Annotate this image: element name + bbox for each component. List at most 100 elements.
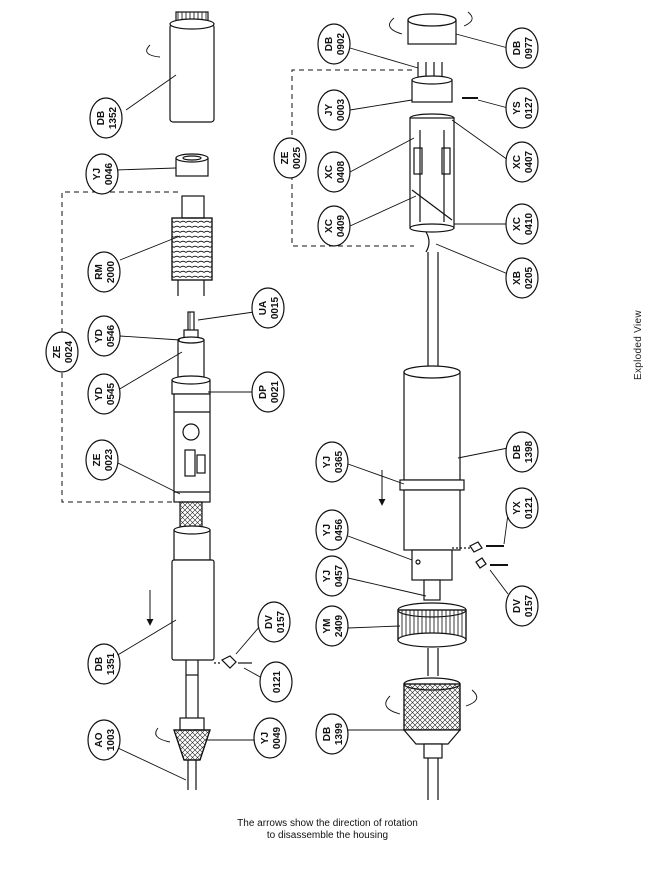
ring-yj-0456 xyxy=(411,549,453,601)
callout-number: 0545 xyxy=(106,382,117,405)
clip-dv-0157-left xyxy=(214,655,252,669)
callout-code: DB xyxy=(324,37,335,51)
callout-number: 0408 xyxy=(336,160,347,183)
callout-code: DB xyxy=(512,445,523,459)
leader-lines xyxy=(115,33,509,781)
callout-code: DB xyxy=(96,111,107,125)
callout-number: 0049 xyxy=(272,726,283,749)
callout-number: 1352 xyxy=(108,106,119,129)
callout-code: YS xyxy=(512,101,523,115)
callout-ze-0024: ZE 0024 xyxy=(45,331,79,373)
nose-db-1399 xyxy=(385,677,478,800)
callout-ao-1003: AO 1003 xyxy=(87,719,121,761)
shaft-xb-0205 xyxy=(425,231,439,372)
callout-ym-2409: YM 2409 xyxy=(315,605,349,647)
callout-number: 0021 xyxy=(270,380,281,403)
callout-number: 0046 xyxy=(104,162,115,185)
callout-code: UA xyxy=(258,301,269,315)
callout-db-1351: DB 1351 xyxy=(87,643,121,685)
callout-code: DB xyxy=(322,727,333,741)
callout-code: DP xyxy=(258,385,269,399)
callout-rm-2000: RM 2000 xyxy=(87,251,121,293)
callout-number: 0121 xyxy=(524,496,535,519)
callout-code: YX xyxy=(512,501,523,515)
callout-number: 0407 xyxy=(524,150,535,173)
coil-rm-2000 xyxy=(171,195,213,296)
callout-number: 0127 xyxy=(524,96,535,119)
clip-dv-0157-right xyxy=(452,541,508,569)
callout-number: 0121 xyxy=(272,670,283,693)
callout-dv-0157-left: DV 0157 xyxy=(257,601,291,643)
callout-code: JY xyxy=(324,104,335,117)
caption-line-1: The arrows show the direction of rotatio… xyxy=(237,818,418,829)
callout-code: ZE xyxy=(280,151,291,164)
callout-code: XC xyxy=(324,219,335,233)
callout-db-1352: DB 1352 xyxy=(89,97,123,139)
callout-code: DV xyxy=(264,615,275,629)
bracket-ze-0024 xyxy=(61,191,178,503)
callout-code: DB xyxy=(512,41,523,55)
callout-ze-0025: ZE 0025 xyxy=(273,137,307,179)
callout-code: AO xyxy=(94,732,105,747)
callout-number: 0157 xyxy=(276,610,287,633)
callout-xc-0407: XC 0407 xyxy=(505,141,539,183)
callout-yj-0046: YJ 0046 xyxy=(85,153,119,195)
callout-code: DV xyxy=(512,599,523,613)
callout-number: 0023 xyxy=(104,448,115,471)
caption: The arrows show the direction of rotatio… xyxy=(0,818,655,842)
callout-code: YD xyxy=(94,387,105,401)
callout-code: XC xyxy=(324,165,335,179)
callout-yx-0121: YX 0121 xyxy=(505,487,539,529)
callout-code: ZE xyxy=(92,453,103,466)
callout-number: 0456 xyxy=(334,518,345,541)
callout-number: 0365 xyxy=(334,450,345,473)
callout-number: 0157 xyxy=(524,594,535,617)
screw-ua-0015 xyxy=(183,311,199,341)
callout-code: XB xyxy=(512,271,523,285)
callout-number: 1003 xyxy=(106,728,117,751)
callout-number: 0902 xyxy=(336,32,347,55)
callout-code: YD xyxy=(94,329,105,343)
callout-number: 1351 xyxy=(106,652,117,675)
side-title: Exploded View xyxy=(633,310,644,380)
callout-code: YM xyxy=(322,619,333,634)
callout-code: YJ xyxy=(322,456,333,468)
flange-dp-0021 xyxy=(171,375,211,395)
nose-ao-1003 xyxy=(155,717,211,790)
callout-yj-0049: YJ 0049 xyxy=(253,717,287,759)
nut-ym-2409 xyxy=(397,602,467,648)
callout-db-1398: DB 1398 xyxy=(505,431,539,473)
cage-xc xyxy=(409,113,455,233)
ring-jy-0003 xyxy=(411,75,453,103)
callout-code: XC xyxy=(512,217,523,231)
callout-number: 0015 xyxy=(270,296,281,319)
callout-db-1399: DB 1399 xyxy=(315,713,349,755)
callout-yj-0365: YJ 0365 xyxy=(315,441,349,483)
cap-db-1352 xyxy=(146,11,215,123)
callout-number: 0977 xyxy=(524,36,535,59)
callout-number: 0409 xyxy=(336,214,347,237)
callout-yj-0456: YJ 0456 xyxy=(315,509,349,551)
callout-number: 1399 xyxy=(334,722,345,745)
callout-ze-0023: ZE 0023 xyxy=(85,439,119,481)
callout-code: ZE xyxy=(52,345,63,358)
callout-db-0977: DB 0977 xyxy=(505,27,539,69)
callout-number: 1398 xyxy=(524,440,535,463)
callout-code: YJ xyxy=(322,570,333,582)
callout-ua-0015: UA 0015 xyxy=(251,287,285,329)
ring-yj-0046 xyxy=(175,153,209,177)
callout-yd-0545: YD 0545 xyxy=(87,373,121,415)
callout-number: 0410 xyxy=(524,212,535,235)
cap-db-0977 xyxy=(389,11,473,45)
callout-number: 0457 xyxy=(334,564,345,587)
callout-xc-0409: XC 0409 xyxy=(317,205,351,247)
carrier-ze-0023 xyxy=(173,393,211,531)
callout-xb-0205: XB 0205 xyxy=(505,257,539,299)
callout-jy-0003: JY 0003 xyxy=(317,89,351,131)
callout-number: 0025 xyxy=(292,146,303,169)
callout-code: DB xyxy=(94,657,105,671)
caption-line-2: to disassemble the housing xyxy=(266,830,389,841)
callout-code: YJ xyxy=(92,168,103,180)
callout-ys-0127: YS 0127 xyxy=(505,87,539,129)
